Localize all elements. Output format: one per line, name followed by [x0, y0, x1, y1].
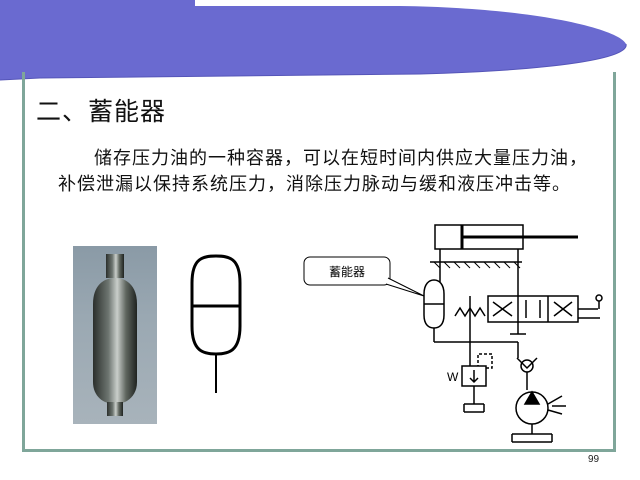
accumulator-photo: [73, 246, 157, 424]
slide-body-text: 储存压力油的一种容器，可以在短时间内供应大量压力油，补偿泄漏以保持系统压力，消除…: [58, 148, 588, 195]
callout-label: 蓄能器: [329, 265, 365, 279]
banner-top-strip: [0, 0, 195, 6]
accumulator-photo-image: [93, 254, 137, 416]
relief-valve-label: W: [447, 370, 459, 384]
page-number: 99: [588, 454, 600, 465]
callout-pointer: [385, 277, 425, 297]
banner-wave: [0, 6, 627, 80]
header-banner: [0, 0, 627, 81]
content-frame: [22, 72, 616, 452]
callout-box: [303, 256, 391, 286]
hydraulic-circuit: [423, 224, 603, 443]
check-valve: [520, 359, 534, 373]
banner-wave-edge: [0, 43, 627, 81]
circuit-accumulator: [423, 279, 445, 329]
slide-title: 二、蓄能器: [36, 97, 167, 126]
accumulator-symbol: [190, 254, 242, 393]
